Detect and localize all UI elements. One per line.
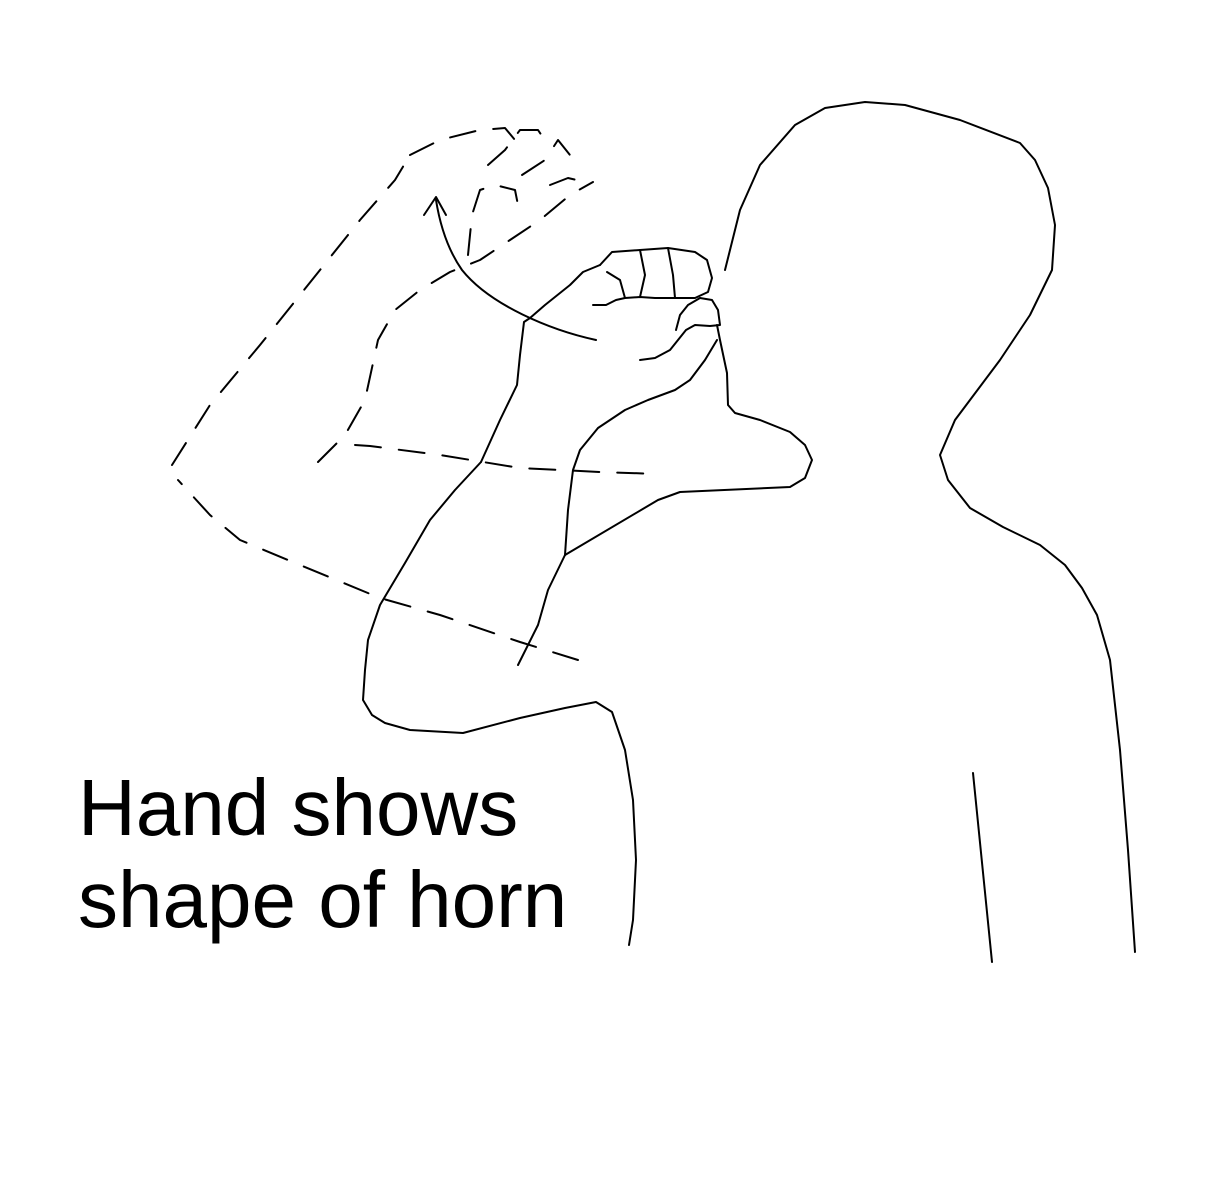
thumb-tip (675, 297, 701, 331)
forearm-outline (480, 264, 601, 463)
dashed-finger-1 (487, 129, 549, 166)
arc-arrow-icon (435, 199, 597, 341)
dashed-hand-top (409, 127, 516, 156)
person-outline (517, 101, 1136, 963)
caption-line-2: shape of horn (78, 855, 568, 944)
left-side-body-outline (517, 554, 566, 666)
dashed-finger-3 (549, 177, 586, 186)
caption: Hand shows shape of horn (78, 762, 567, 946)
dashed-starting-position (171, 127, 661, 661)
upper-arm-outline (362, 461, 637, 946)
dashed-forearm-outer (171, 154, 411, 466)
arrowhead-icon (423, 196, 447, 216)
dashed-elbow-crease (354, 444, 661, 475)
arm-body-contour (972, 772, 993, 963)
finger-crease-3 (606, 271, 626, 299)
dashed-forearm-inner (317, 181, 594, 463)
chin-and-neck-outline (564, 324, 813, 556)
dashed-upper-arm (177, 479, 579, 661)
finger-crease-2 (667, 247, 676, 299)
thumb-outline (639, 297, 721, 361)
finger-crease-1 (639, 249, 646, 298)
dashed-finger-2 (521, 139, 571, 176)
solid-arm-and-hand (362, 247, 721, 946)
movement-arrow (423, 196, 597, 341)
fist-outline (592, 247, 713, 306)
caption-line-1: Hand shows (78, 763, 519, 852)
forearm-inner-outline (564, 339, 718, 556)
dashed-thumb (467, 184, 521, 256)
head-and-right-side-outline (724, 101, 1136, 953)
